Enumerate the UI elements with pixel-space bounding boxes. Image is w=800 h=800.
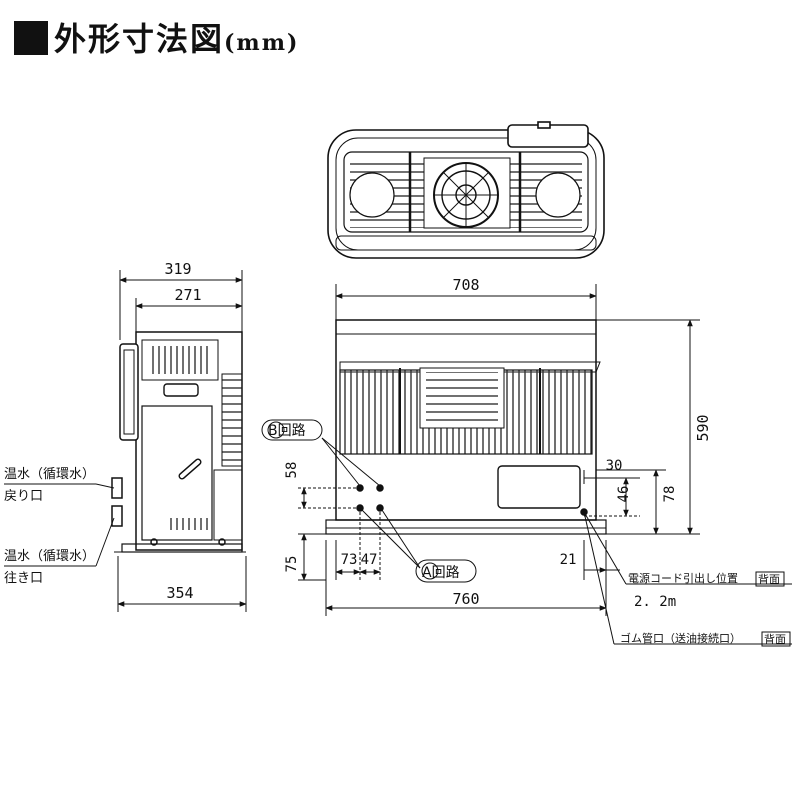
front-view: [325, 319, 607, 535]
dim-75: 75: [284, 556, 300, 573]
left-fan-circle: [349, 172, 395, 218]
title-square-icon: [14, 21, 48, 55]
front-dimensions: [298, 284, 700, 616]
side-door-panel: [141, 405, 213, 541]
dim-30: 30: [606, 458, 623, 474]
front-window: [497, 465, 581, 509]
dim-590: 590: [694, 414, 712, 441]
a-circuit-badge: [415, 559, 477, 583]
return-label-2: 戻り口: [4, 489, 43, 504]
front-base: [325, 519, 607, 535]
right-leaders: [583, 511, 792, 647]
rubber-pipe-port: [580, 508, 588, 516]
dim-319: 319: [164, 260, 191, 278]
side-dimensions: [117, 270, 247, 612]
dim-271: 271: [174, 286, 201, 304]
circuit-leaders: [261, 419, 477, 583]
dim-354: 354: [166, 584, 193, 602]
dim-760: 760: [452, 590, 479, 608]
supply-label-2: 往き口: [4, 571, 43, 586]
rubber-pipe-label: ゴム管口（送油接続口）: [620, 631, 741, 645]
title-unit: (mm): [224, 30, 300, 56]
b-circuit-badge: [261, 419, 323, 441]
right-fan-circle: [535, 172, 581, 218]
supply-port: [111, 505, 123, 527]
rubber-back-box: [761, 631, 791, 647]
dim-47: 47: [361, 552, 378, 568]
title-text: 外形寸法図: [54, 20, 225, 58]
side-view: [111, 331, 246, 553]
a-circuit-label: A回路: [422, 565, 460, 581]
dim-46: 46: [616, 486, 632, 503]
page-title: 外形寸法図(mm): [14, 14, 299, 60]
dim-58: 58: [284, 462, 300, 479]
top-view-outline: [327, 129, 605, 259]
power-back-box: [755, 571, 785, 587]
dim-21: 21: [560, 552, 577, 568]
power-cord-back: 背面: [758, 572, 780, 586]
dim-708: 708: [452, 276, 479, 294]
supply-label-1: 温水（循環水）: [4, 549, 95, 564]
dim-78: 78: [662, 486, 678, 503]
top-view: [327, 121, 605, 259]
dim-73: 73: [341, 552, 358, 568]
side-leaders: [4, 483, 115, 567]
b-circuit-label: B回路: [268, 423, 306, 439]
rubber-pipe-back: 背面: [764, 632, 786, 646]
power-cord-label: 電源コード引出し位置: [628, 571, 738, 585]
cord-length: 2. 2m: [634, 594, 676, 610]
return-label-1: 温水（循環水）: [4, 467, 95, 482]
